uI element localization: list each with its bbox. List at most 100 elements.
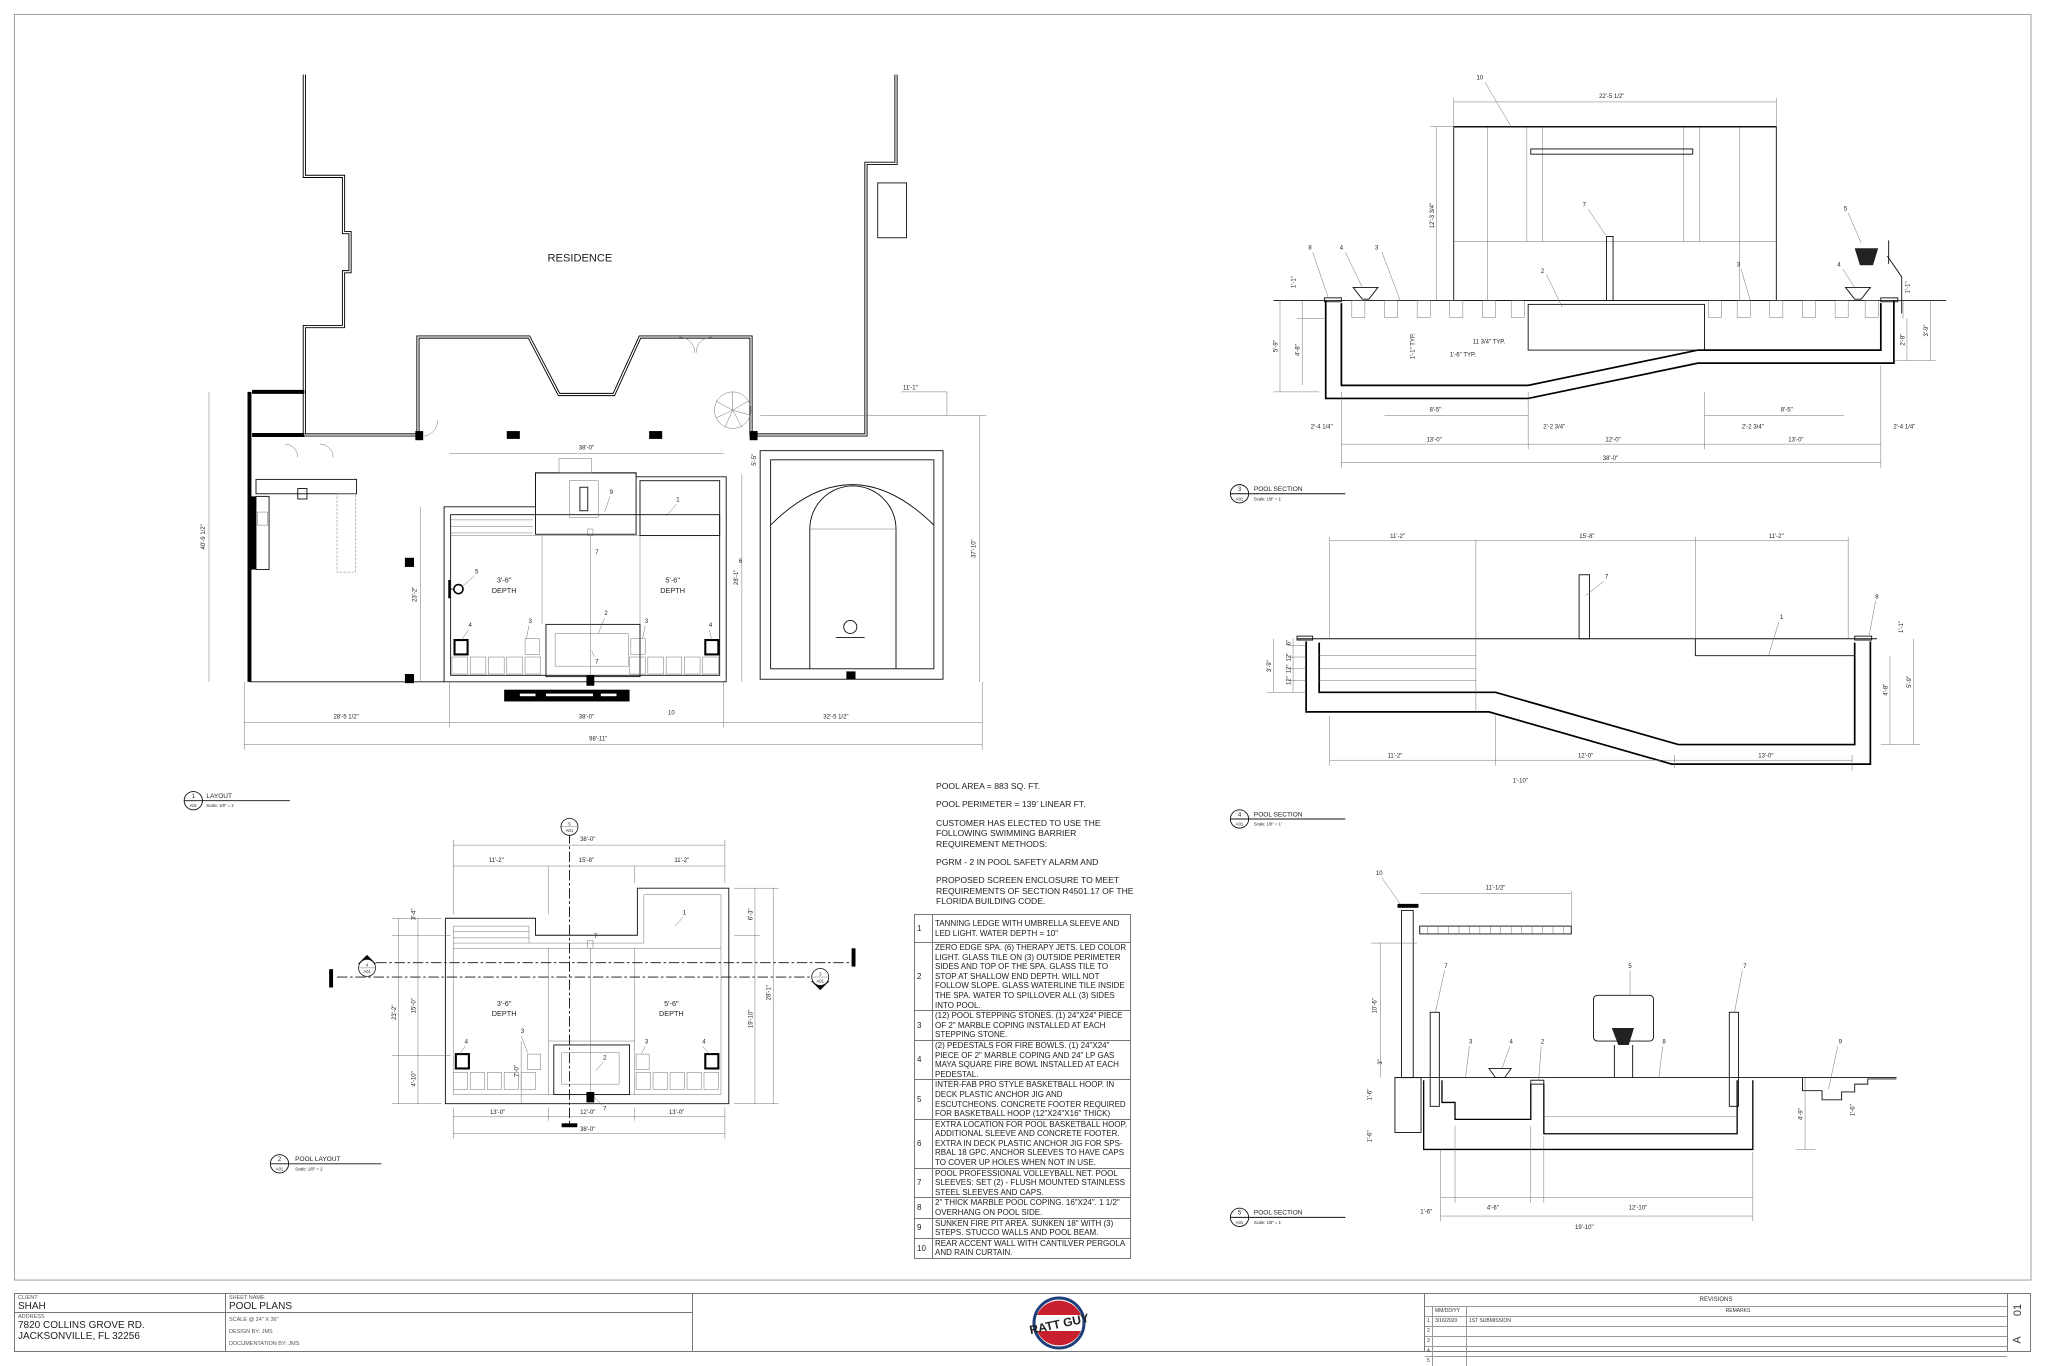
key-notes-8-n: 9: [914, 1217, 933, 1239]
basketball-hoop-icon: [1854, 240, 1903, 314]
section-marker-5: 5 A01: [560, 817, 579, 836]
layout-callouts-7: 4: [469, 623, 473, 629]
pool-layout-depth-labels: 3'-6" DEPTH 5'-6" DEPTH: [492, 999, 684, 1018]
layout-dims-8: 37'-10": [972, 539, 978, 558]
section-3-dims-16: 2'-4 1/4": [1893, 424, 1915, 430]
layout-callouts-4: 6: [739, 559, 743, 565]
fire-bowl: [1352, 286, 1379, 300]
client-column: CLIENT SHAH ADDRESS 7820 COLLINS GROVE R…: [15, 1294, 226, 1351]
layout-callouts-9: 4: [709, 623, 713, 629]
title-block-date-header: MM/DD/YY: [1433, 1307, 1467, 1316]
stepping-stones: [451, 638, 719, 675]
section-3-callouts-6: 2: [1541, 269, 1545, 275]
section-5-dimensions: 11'-1/2" 10'-6" 3" 1'-6" 1'-6" 4'-9" 1'-…: [1367, 886, 1856, 1232]
section-3-sheet-ref: A01: [1236, 496, 1244, 501]
title-block-revisions-4-n: 5: [1425, 1357, 1433, 1366]
sheet-border: [13, 14, 2032, 1281]
section-4-dims-11: 12": [1286, 676, 1292, 685]
section-5-callouts-5: 4: [1510, 1040, 1514, 1046]
layout-callouts-5: 2: [604, 611, 608, 617]
layout-dims-10: 5'-5": [752, 454, 758, 466]
layout-dims-0: 38'-0": [579, 445, 594, 451]
section-3-dims-17: 13'-0": [1426, 438, 1441, 444]
section-3-number: 3: [1238, 487, 1242, 493]
section-4-scale: Scale: 1/8" = 1': [1254, 822, 1282, 827]
section-5-dims-8: 4'-6": [1487, 1206, 1499, 1212]
title-block-revisions-0-n: 1: [1425, 1317, 1433, 1326]
fire-bowl-pedestal: [453, 639, 469, 656]
section-4-dims-14: 5'-9": [1907, 676, 1913, 688]
pool-section-5: 11'-1/2" 10'-6" 3" 1'-6" 1'-6" 4'-9" 1'-…: [1229, 871, 1897, 1232]
section-3-dims-11: 8'-5": [1429, 407, 1441, 413]
logo-column: PRATT GUYS: [693, 1294, 1425, 1351]
key-notes-4-text: INTER-FAB PRO STYLE BASKETBALL HOOP. IN …: [932, 1079, 1131, 1120]
pool-layout-plan: 5 A01 4 A01 3 A01 38'-0" 11'-2" 15'-8" 1…: [269, 817, 856, 1174]
layout-depth-shallow: 3'-6": [497, 576, 512, 585]
stepping-stones: [1351, 300, 1879, 318]
volleyball-post: [1728, 1011, 1739, 1107]
pool-layout-callouts-4: 2: [603, 1055, 607, 1061]
pool-layout-callouts-7: 7: [603, 1106, 607, 1112]
view-title-section-5: 5 A01 POOL SECTION Scale: 1/8" = 1': [1229, 1207, 1346, 1227]
layout-scale: Scale: 1/8" = 1': [206, 803, 234, 808]
stepping-stones: [452, 1053, 719, 1090]
section-3-dims-19: 13'-0": [1788, 438, 1803, 444]
layout-dims-1: 28'-5 1/2": [333, 714, 358, 720]
spa: [1527, 303, 1705, 351]
layout-dims-7: 28'-1": [734, 570, 740, 585]
section-3-dims-0: 22'-5 1/2": [1599, 94, 1624, 100]
pool-layout-dims-9: 23'-2": [392, 1005, 398, 1020]
spa: [545, 623, 641, 678]
section-5-dims-9: 12'-10": [1629, 1206, 1648, 1212]
title-block-revisions-1-n: 2: [1425, 1327, 1433, 1336]
title-block-revisions-3-n: 4: [1425, 1347, 1433, 1356]
layout-title: LAYOUT: [206, 793, 232, 800]
spa: [553, 1044, 631, 1096]
section-3-dims-13: 2'-4 1/4": [1311, 424, 1333, 430]
section-marker-4: 4 A01: [357, 954, 377, 977]
layout-callouts-10: 7: [595, 660, 599, 666]
pool-layout-callouts-1: 7: [594, 934, 598, 940]
layout-depth-word: DEPTH: [492, 586, 517, 595]
title-block-client-label: CLIENT: [18, 1295, 38, 1301]
section-5-callouts-6: 2: [1541, 1040, 1545, 1046]
pool-layout-callouts: 1 7 3 4 2 3 4 7: [459, 910, 710, 1112]
pool-layout-dims-12: 7'-0": [515, 1065, 521, 1077]
section-5-callouts-0: 10: [1376, 871, 1383, 877]
pool-layout-dimensions: 38'-0" 11'-2" 15'-8" 11'-2" 13'-0" 12'-0…: [392, 837, 779, 1139]
layout-callouts-3: 5: [475, 569, 479, 575]
section-3-dimensions: 22'-5 1/2" 12'-3 3/4" 1'-1" 5'-9" 4'-8" …: [1273, 94, 1936, 468]
section-3-dims-15: 2'-2 3/4": [1742, 424, 1764, 430]
pergola: [1419, 925, 1572, 935]
pool-layout-dims-8: 3'-4": [411, 908, 417, 920]
pool-layout-dims-14: 19'-10": [748, 1010, 754, 1029]
layout-dims-2: 38'-0": [579, 714, 594, 720]
pool-layout-section-markers-1-number: 4: [366, 963, 369, 968]
section-3-callouts-3: 8: [1308, 246, 1312, 252]
layout-callouts-8: 3: [645, 619, 649, 625]
pool-perimeter-note: POOL PERIMETER = 139' LINEAR FT.: [936, 799, 1086, 810]
sheet-name: POOL PLANS: [229, 1301, 292, 1312]
title-block-address-label: ADDRESS: [18, 1314, 45, 1320]
barrier-note: CUSTOMER HAS ELECTED TO USE THE FOLLOWIN…: [936, 817, 1101, 849]
section-3-dims-5: 1'-1" TYP.: [1411, 333, 1417, 359]
key-notes-5-text: EXTRA LOCATION FOR POOL BASKETBALL HOOP.…: [932, 1118, 1131, 1169]
layout-callouts-11: 10: [668, 711, 675, 717]
section-4-dims-0: 11'-2": [1390, 534, 1405, 540]
section-4-dims-13: 4'-8": [1883, 684, 1889, 696]
section-5-dims-6: 1'-6": [1851, 1104, 1857, 1116]
accent-wall: [504, 689, 630, 702]
title-block-revisions-2-n: 3: [1425, 1337, 1433, 1346]
layout-dims-5: 40'-9 1/2": [201, 524, 207, 549]
section-3-callouts-4: 4: [1340, 246, 1344, 252]
title-block-design-by: DESIGN BY: JMS: [229, 1329, 273, 1335]
section-3-title: POOL SECTION: [1254, 486, 1303, 493]
section-3-callouts-5: 3: [1375, 246, 1379, 252]
residence-label: RESIDENCE: [548, 252, 613, 264]
title-block: CLIENT SHAH ADDRESS 7820 COLLINS GROVE R…: [14, 1293, 2031, 1366]
tanning-ledge: [639, 480, 721, 537]
section-3-dims-4: 4'-8": [1296, 344, 1302, 356]
